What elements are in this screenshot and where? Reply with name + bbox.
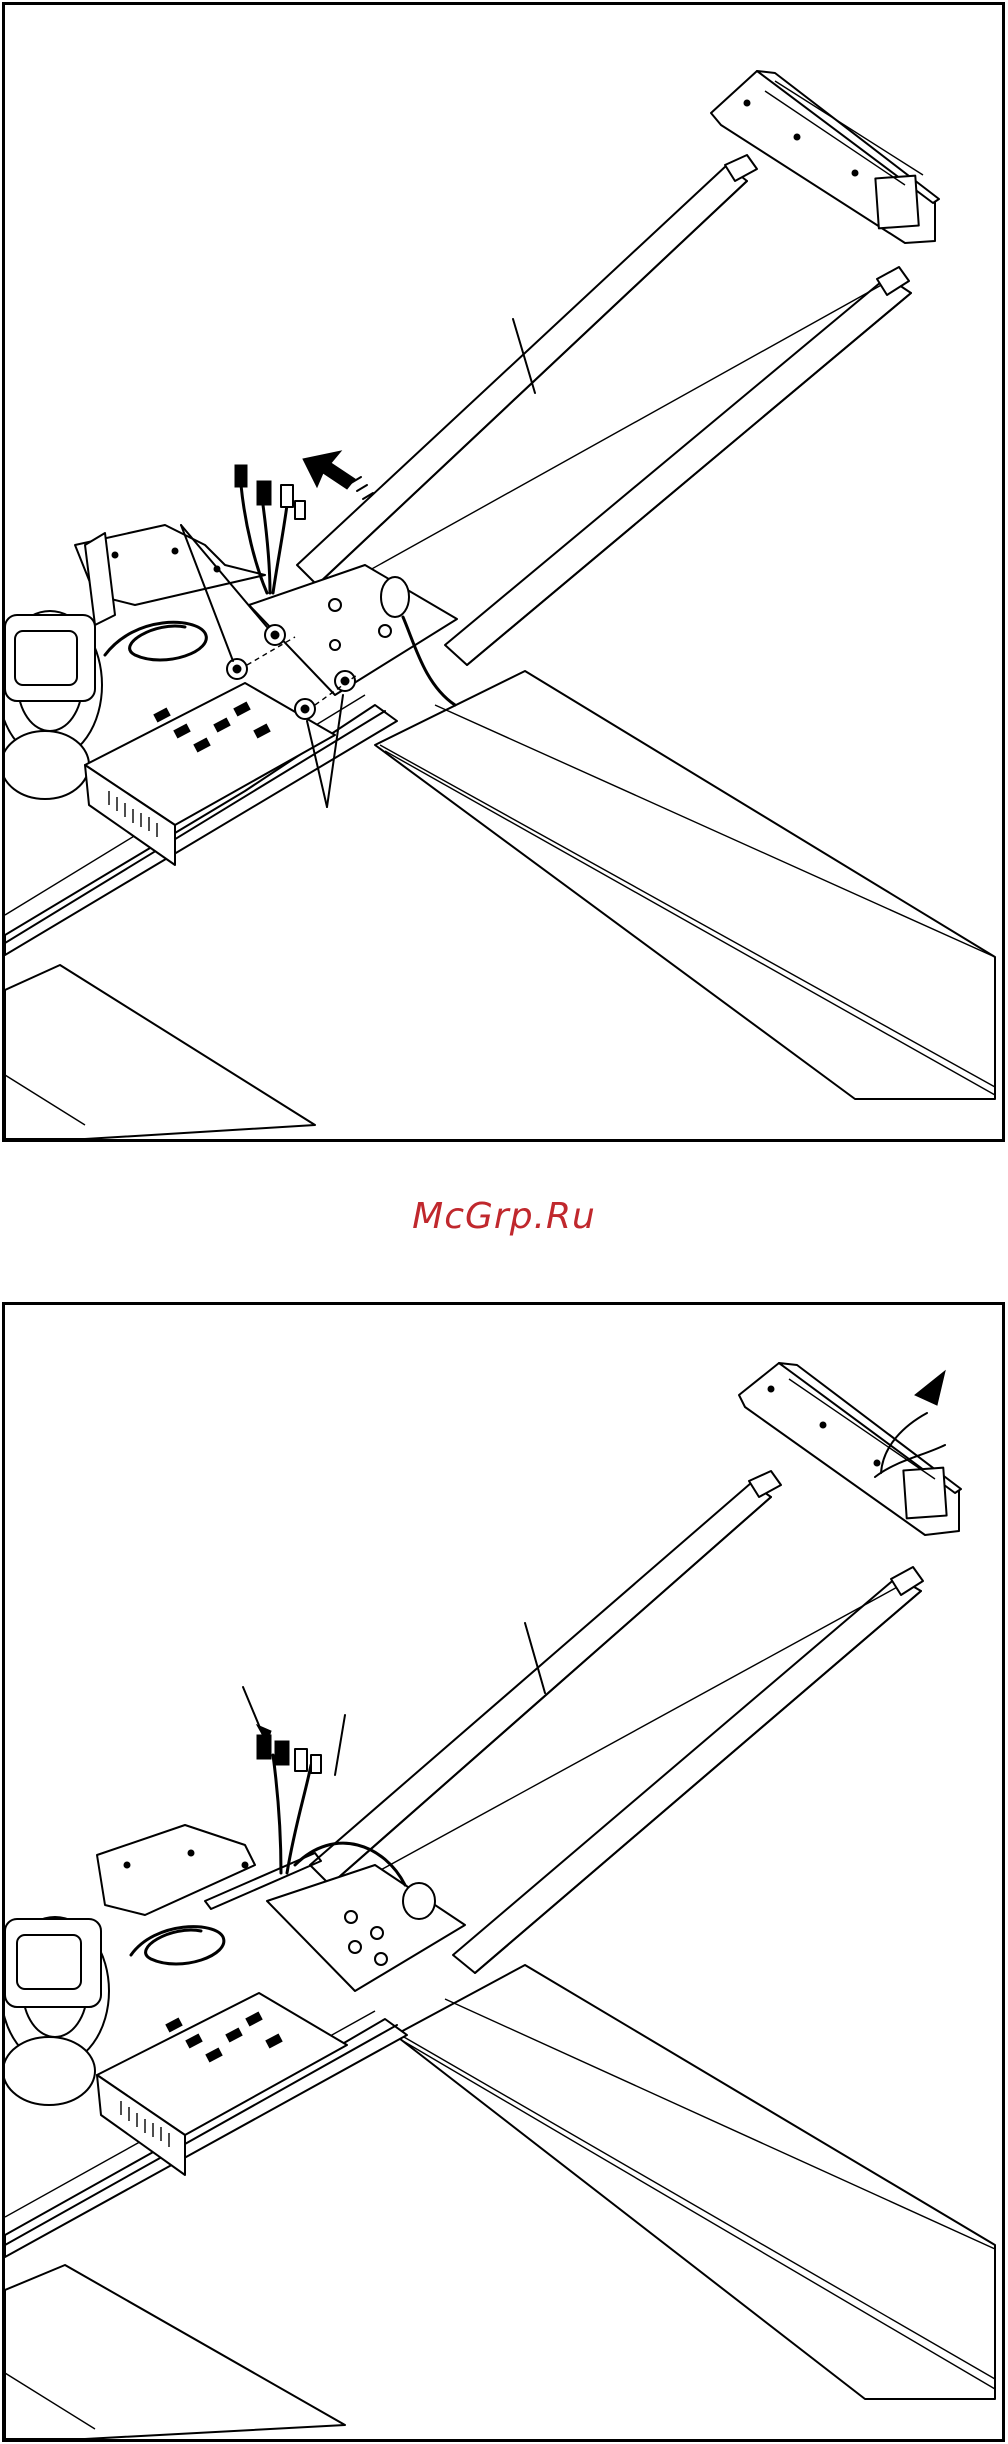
figure-1-frame <box>2 2 1005 1142</box>
lower-left-panel <box>5 965 315 1139</box>
figure-1-illustration <box>5 5 1002 1139</box>
direction-arrow <box>303 451 373 499</box>
base-panel <box>375 671 995 1099</box>
figure-2-frame <box>2 1302 1005 2442</box>
bolt-1 <box>227 659 247 679</box>
base-panel <box>395 1965 995 2399</box>
figure-2-illustration <box>5 1305 1002 2439</box>
watermark-text: McGrp.Ru <box>0 1196 1008 1237</box>
bolt-2 <box>265 625 285 645</box>
lower-left-panel <box>5 2265 345 2439</box>
bolt-3 <box>295 699 315 719</box>
